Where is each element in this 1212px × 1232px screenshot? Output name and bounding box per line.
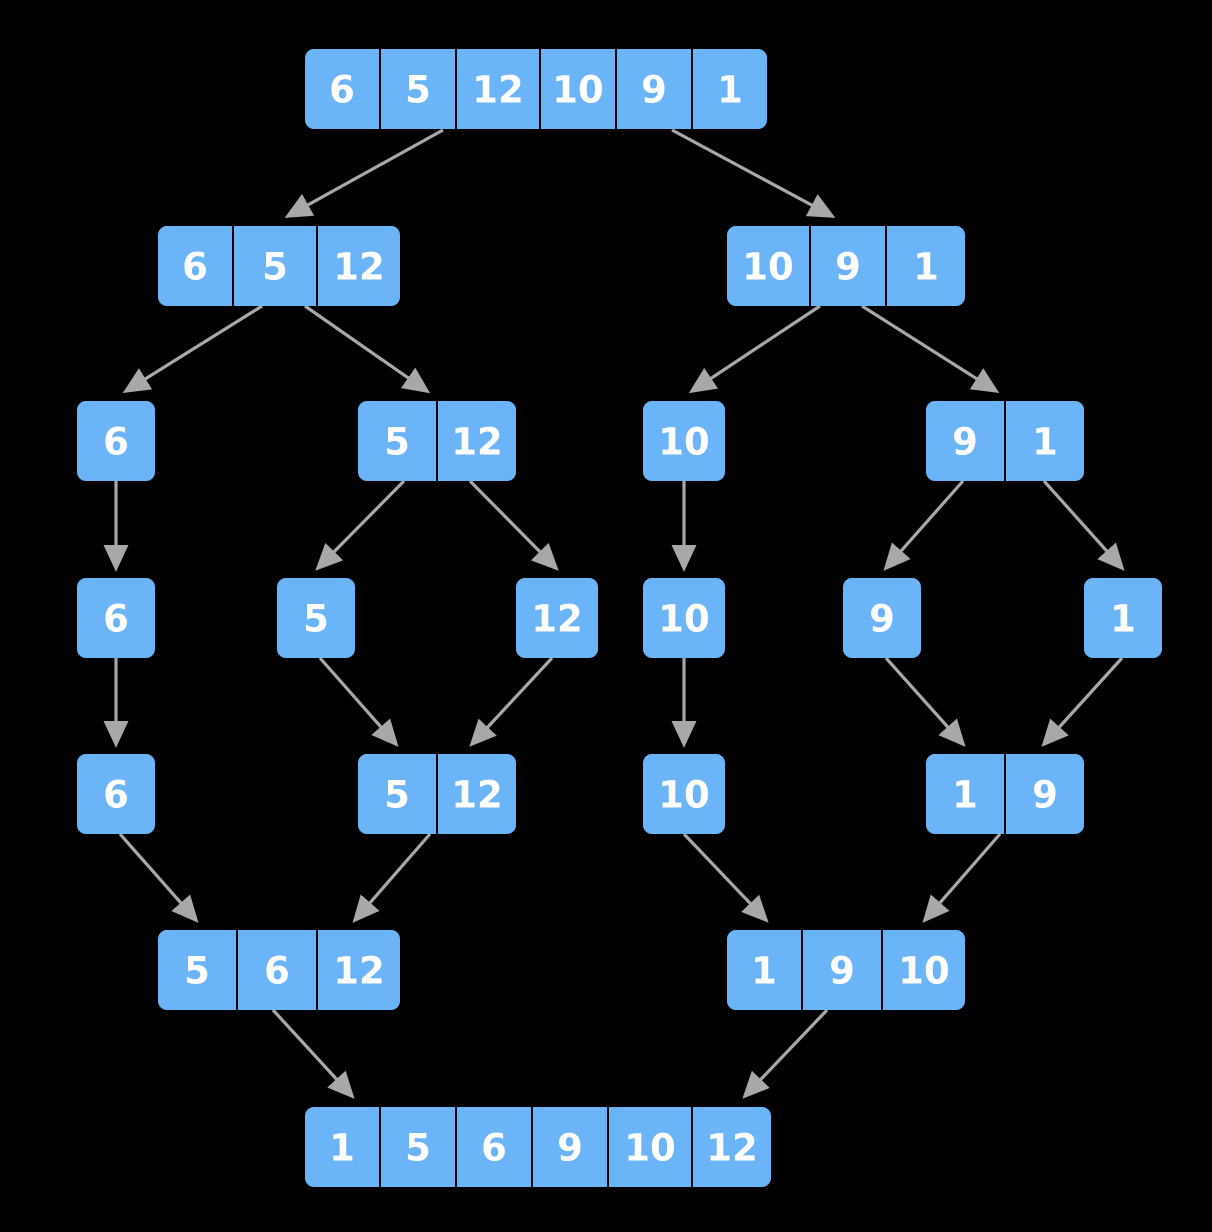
array-node-background (643, 754, 725, 834)
tree-edge-arrow (304, 304, 431, 394)
cell-divider (801, 930, 803, 1010)
array-node: 10 (643, 578, 725, 658)
cell-divider (379, 49, 381, 129)
edges-layer (103, 128, 1125, 1099)
tree-edge-arrow (671, 128, 836, 218)
tree-edge-arrow (469, 656, 554, 747)
cell-divider (691, 49, 693, 129)
tree-edge-arrow (468, 479, 559, 571)
array-node-background (277, 578, 355, 658)
cell-divider (881, 930, 883, 1010)
cell-divider (607, 1107, 609, 1187)
array-node: 12 (516, 578, 598, 658)
array-node-background (727, 930, 965, 1010)
tree-edge-arrow (688, 304, 821, 394)
array-node-background (1084, 578, 1162, 658)
tree-edge-arrow (318, 656, 399, 747)
array-node-background (77, 754, 155, 834)
array-node-background (77, 578, 155, 658)
array-node: 5 (277, 578, 355, 658)
cell-divider (455, 49, 457, 129)
tree-edge-arrow (742, 1008, 829, 1099)
cell-divider (809, 226, 811, 306)
cell-divider (436, 401, 438, 481)
cell-divider (236, 930, 238, 1010)
array-node-background (305, 1107, 771, 1187)
tree-edge-arrow (1041, 656, 1124, 747)
array-node: 6 (77, 401, 155, 481)
tree-edge-arrow (884, 656, 966, 747)
array-node-background (643, 401, 725, 481)
array-node-background (158, 226, 400, 306)
array-node: 10 (643, 754, 725, 834)
cell-divider (1004, 754, 1006, 834)
array-node-background (77, 401, 155, 481)
array-node: 6 (77, 754, 155, 834)
cell-divider (232, 226, 234, 306)
cell-divider (316, 930, 318, 1010)
array-node: 9 (843, 578, 921, 658)
tree-edge-arrow (352, 832, 432, 923)
tree-edge-arrow (682, 832, 769, 923)
array-node: 6 (77, 578, 155, 658)
tree-edge-arrow (315, 479, 406, 571)
cell-divider (316, 226, 318, 306)
cell-divider (539, 49, 541, 129)
cell-divider (436, 754, 438, 834)
tree-edge-arrow (1042, 479, 1125, 571)
array-node-background (516, 578, 598, 658)
array-node-background (843, 578, 921, 658)
array-node: 1 (1084, 578, 1162, 658)
cell-divider (691, 1107, 693, 1187)
array-node-background (305, 49, 767, 129)
tree-edge-arrow (122, 304, 263, 394)
cell-divider (615, 49, 617, 129)
tree-edge-arrow (861, 304, 1000, 394)
tree-edge-arrow (922, 832, 1002, 923)
array-node-background (158, 930, 400, 1010)
tree-edge-arrow (118, 832, 199, 923)
array-node-background (643, 578, 725, 658)
cell-divider (1004, 401, 1006, 481)
tree-edge-arrow (271, 1008, 355, 1099)
array-node: 10 (643, 401, 725, 481)
cell-divider (885, 226, 887, 306)
cell-divider (379, 1107, 381, 1187)
cell-divider (531, 1107, 533, 1187)
array-node-background (727, 226, 965, 306)
tree-edge-arrow (284, 128, 444, 218)
tree-edge-arrow (883, 479, 965, 571)
cell-divider (455, 1107, 457, 1187)
